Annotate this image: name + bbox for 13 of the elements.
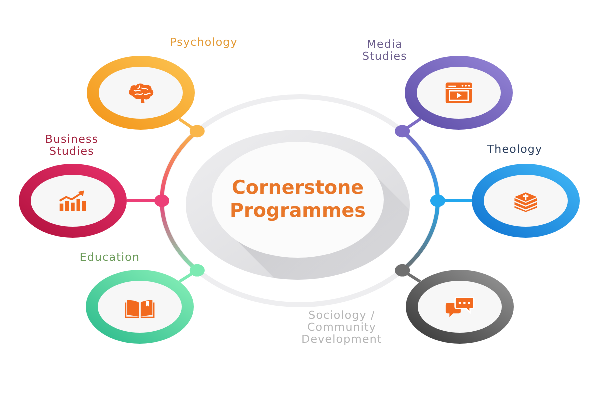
connector-line bbox=[127, 194, 170, 208]
connector-line bbox=[395, 264, 422, 284]
topic-label: Education bbox=[78, 252, 142, 264]
connector-line bbox=[178, 118, 205, 138]
topic-label: Business Studies bbox=[44, 134, 100, 158]
topic-label: Sociology / Community Development bbox=[300, 310, 384, 346]
topic-label: Media Studies bbox=[361, 39, 408, 63]
hub-title: Cornerstone Programmes bbox=[229, 177, 367, 223]
connector-line bbox=[395, 118, 422, 138]
topic-label: Theology bbox=[486, 144, 544, 156]
connector-line bbox=[178, 264, 205, 284]
connector-line bbox=[430, 194, 472, 208]
topic-label: Psychology bbox=[169, 37, 239, 49]
